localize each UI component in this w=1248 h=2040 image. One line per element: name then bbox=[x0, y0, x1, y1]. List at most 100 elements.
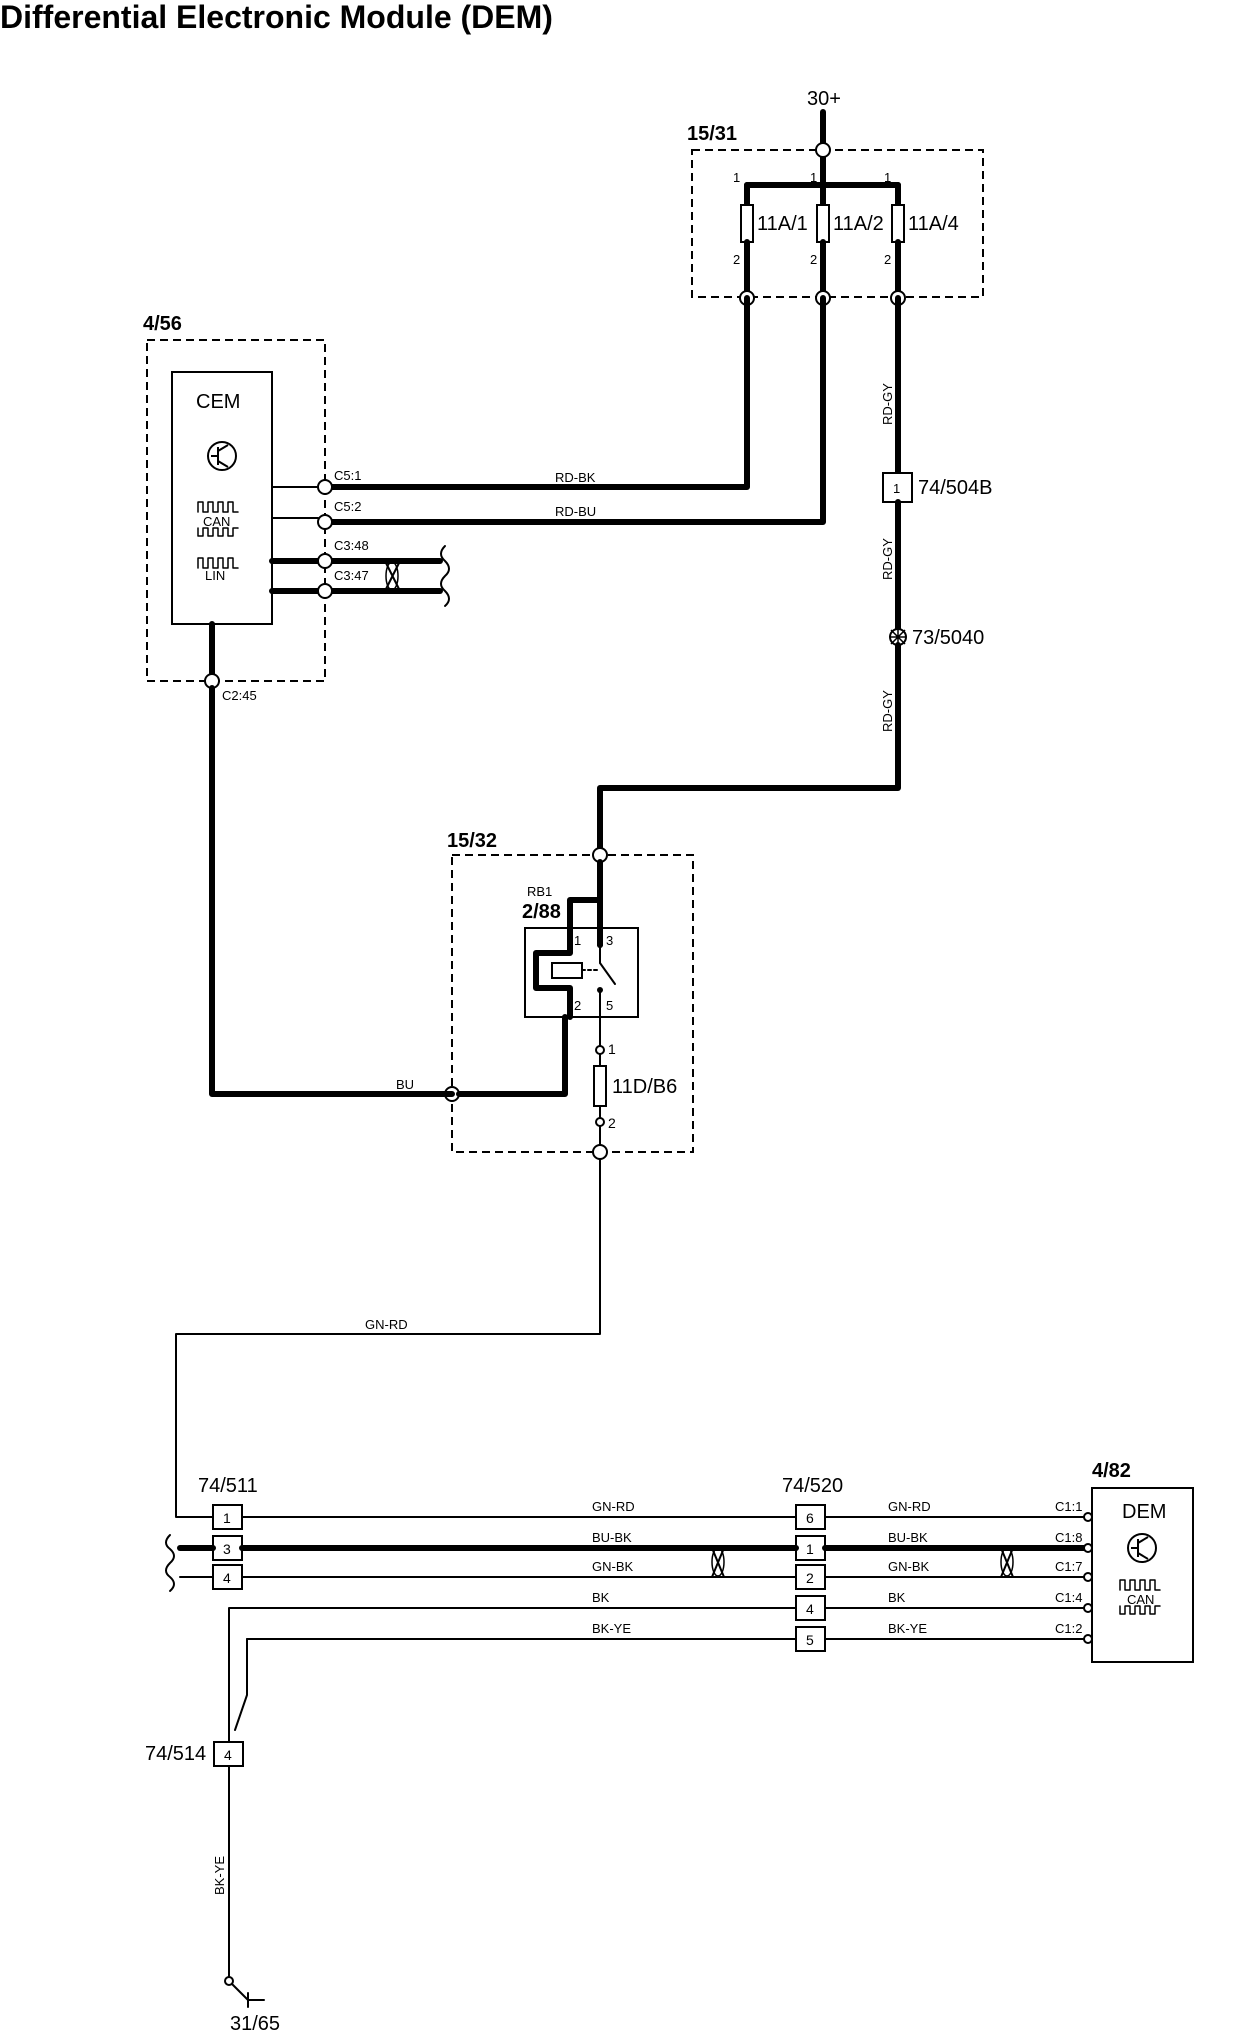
svg-text:11D/B6: 11D/B6 bbox=[612, 1076, 677, 1098]
svg-text:LIN: LIN bbox=[205, 568, 225, 583]
svg-text:RD-BK: RD-BK bbox=[555, 470, 596, 485]
svg-text:1: 1 bbox=[806, 1541, 814, 1557]
wire-gn-rd-feed bbox=[175, 1158, 601, 1518]
svg-text:GN-RD: GN-RD bbox=[592, 1499, 635, 1514]
svg-text:74/504B: 74/504B bbox=[918, 477, 993, 499]
svg-text:4: 4 bbox=[806, 1601, 814, 1617]
svg-text:3: 3 bbox=[223, 1541, 231, 1557]
svg-text:73/5040: 73/5040 bbox=[912, 627, 984, 649]
svg-text:CAN: CAN bbox=[203, 514, 230, 529]
wire-rd-bk bbox=[322, 295, 750, 490]
dem-pin: C1:8 bbox=[1055, 1530, 1082, 1545]
ground-label: 31/65 bbox=[230, 2013, 280, 2035]
connector-74-504b: 1 74/504B bbox=[882, 472, 993, 503]
svg-text:BK: BK bbox=[592, 1590, 610, 1605]
svg-text:4: 4 bbox=[224, 1747, 232, 1763]
transistor-icon bbox=[1127, 1533, 1157, 1563]
svg-text:2: 2 bbox=[806, 1570, 814, 1586]
relay-coil bbox=[551, 962, 583, 979]
wire-rd-gy bbox=[597, 642, 901, 858]
fuse-11a-2: 1 2 11A/2 bbox=[810, 170, 884, 301]
svg-text:1: 1 bbox=[884, 170, 891, 185]
svg-text:GN-RD: GN-RD bbox=[888, 1499, 931, 1514]
svg-text:BU: BU bbox=[396, 1077, 414, 1092]
svg-text:BU-BK: BU-BK bbox=[888, 1530, 928, 1545]
svg-text:RD-BU: RD-BU bbox=[555, 504, 596, 519]
twist-marker bbox=[711, 1547, 725, 1577]
svg-text:5: 5 bbox=[806, 1632, 814, 1648]
svg-text:5: 5 bbox=[606, 998, 613, 1013]
svg-text:RD-GY: RD-GY bbox=[880, 690, 895, 732]
svg-text:74/511: 74/511 bbox=[198, 1475, 258, 1497]
dem-name: DEM bbox=[1122, 1501, 1166, 1523]
fuse-11a-1: 1 2 11A/1 bbox=[733, 170, 808, 301]
fuse-label: 11A/1 bbox=[757, 213, 808, 235]
svg-text:1: 1 bbox=[733, 170, 740, 185]
cem-pin: C3:47 bbox=[334, 568, 369, 583]
cem-pin: C2:45 bbox=[222, 688, 257, 703]
lin-bus-icon: LIN bbox=[197, 557, 239, 583]
svg-text:BK-YE: BK-YE bbox=[212, 1856, 227, 1895]
cem-pin: C5:2 bbox=[334, 499, 361, 514]
svg-text:2: 2 bbox=[608, 1115, 616, 1131]
splice-73-5040: 73/5040 bbox=[889, 627, 984, 649]
svg-text:3: 3 bbox=[606, 933, 613, 948]
svg-text:GN-BK: GN-BK bbox=[592, 1559, 634, 1574]
cem-pin: C5:1 bbox=[334, 468, 361, 483]
cem-name: CEM bbox=[196, 391, 240, 413]
fuse-label: 11A/2 bbox=[833, 213, 884, 235]
dem-pin: C1:4 bbox=[1055, 1590, 1082, 1605]
cem-pin: C3:48 bbox=[334, 538, 369, 553]
dem-pin: C1:7 bbox=[1055, 1559, 1082, 1574]
svg-text:1: 1 bbox=[574, 933, 581, 948]
fuse-box-id: 15/31 bbox=[687, 123, 737, 145]
relay-box-id: 15/32 bbox=[447, 830, 497, 852]
svg-text:1: 1 bbox=[810, 170, 817, 185]
cem-box bbox=[171, 371, 273, 625]
fuse-11d-b6: 1 2 11D/B6 bbox=[593, 1041, 677, 1131]
page-title: Differential Electronic Module (DEM) bbox=[0, 0, 553, 35]
svg-text:RD-GY: RD-GY bbox=[880, 383, 895, 425]
svg-text:CAN: CAN bbox=[1127, 1592, 1154, 1607]
svg-text:BU-BK: BU-BK bbox=[592, 1530, 632, 1545]
svg-text:1: 1 bbox=[893, 481, 900, 496]
dem-pin: C1:1 bbox=[1055, 1499, 1082, 1514]
svg-text:4: 4 bbox=[223, 1570, 231, 1586]
dem-id: 4/82 bbox=[1092, 1460, 1131, 1482]
svg-text:2: 2 bbox=[810, 252, 817, 267]
fuse-box-15-31: 15/31 30+ 1 2 11A/1 1 2 11A/2 bbox=[687, 88, 984, 306]
svg-text:RB1: RB1 bbox=[527, 884, 552, 899]
transistor-icon bbox=[207, 441, 237, 471]
supply-label: 30+ bbox=[807, 88, 841, 110]
wire-rd-bu bbox=[322, 295, 826, 525]
fuse-label: 11A/4 bbox=[908, 213, 959, 235]
connector-74-514: 74/514 4 bbox=[145, 1741, 244, 1767]
svg-text:74/520: 74/520 bbox=[782, 1475, 843, 1497]
svg-text:GN-BK: GN-BK bbox=[888, 1559, 930, 1574]
connector-74-520: 74/520 6 1 2 4 5 bbox=[782, 1475, 843, 1652]
connector-74-511: 74/511 1 3 4 bbox=[198, 1475, 258, 1590]
break-symbol bbox=[165, 1534, 175, 1592]
svg-text:74/514: 74/514 bbox=[145, 1743, 206, 1765]
wire-bu bbox=[209, 685, 455, 1097]
ground-symbol bbox=[224, 1976, 265, 2008]
svg-text:BK-YE: BK-YE bbox=[592, 1621, 631, 1636]
can-bus-icon: CAN bbox=[1119, 1579, 1161, 1615]
supply-terminal bbox=[815, 142, 831, 158]
can-bus-icon: CAN bbox=[197, 501, 239, 537]
svg-text:BK-YE: BK-YE bbox=[888, 1621, 927, 1636]
cem-id: 4/56 bbox=[143, 313, 182, 335]
relay-box-15-32: 15/32 RB1 2/88 1 3 2 5 1 2 1 bbox=[444, 830, 694, 1160]
wire-bk-1 bbox=[228, 1607, 797, 1755]
svg-text:BK: BK bbox=[888, 1590, 906, 1605]
svg-text:2: 2 bbox=[884, 252, 891, 267]
dem-pin: C1:2 bbox=[1055, 1621, 1082, 1636]
svg-text:GN-RD: GN-RD bbox=[365, 1317, 408, 1332]
svg-text:2: 2 bbox=[733, 252, 740, 267]
svg-text:6: 6 bbox=[806, 1510, 814, 1526]
twist-marker bbox=[1000, 1547, 1014, 1577]
svg-text:RD-GY: RD-GY bbox=[880, 538, 895, 580]
fuse-11a-4: 1 2 11A/4 bbox=[884, 170, 959, 301]
relay-box-outline bbox=[451, 854, 694, 1153]
